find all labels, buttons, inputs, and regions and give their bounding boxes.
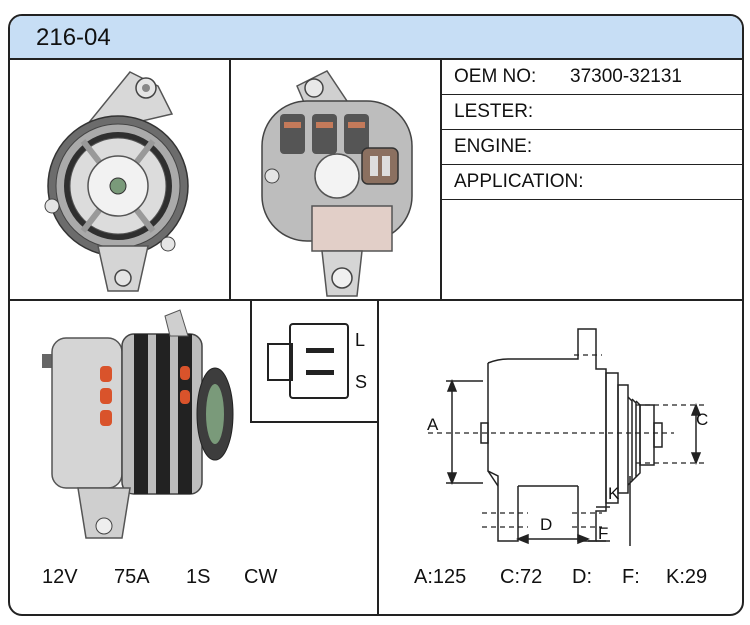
dim-label-a: A bbox=[427, 415, 439, 434]
oem-value: 37300-32131 bbox=[570, 66, 682, 87]
product-spec-card: 216-04 OEM NO: 37300-32131 LESTER: ENGIN… bbox=[8, 14, 744, 616]
voltage-spec: 12V bbox=[42, 566, 78, 588]
dimension-a-value: A:125 bbox=[414, 566, 467, 588]
dimension-d-value: D: bbox=[572, 566, 592, 588]
alternator-rear-view bbox=[261, 70, 413, 297]
connector-diagram bbox=[267, 323, 349, 399]
divider-vertical-top-2 bbox=[440, 60, 442, 300]
divider-horizontal-connector bbox=[250, 421, 378, 423]
oem-label: OEM NO: bbox=[454, 66, 537, 87]
spec-row-oem: OEM NO: 37300-32131 bbox=[442, 60, 742, 95]
dim-label-d: D bbox=[540, 515, 553, 534]
pulley-spec: 1S bbox=[186, 566, 211, 588]
alternator-front-view bbox=[44, 71, 189, 292]
engine-label: ENGINE: bbox=[454, 136, 533, 157]
application-label: APPLICATION: bbox=[454, 171, 584, 192]
dim-label-k: K bbox=[608, 484, 620, 503]
amperage-spec: 75A bbox=[114, 566, 150, 588]
divider-vertical-bottom-1 bbox=[250, 300, 252, 422]
alternator-side-view bbox=[42, 309, 234, 539]
spec-row-lester: LESTER: bbox=[442, 95, 742, 130]
connector-pin-l: L bbox=[355, 330, 366, 350]
connector-pin-s: S bbox=[355, 372, 368, 392]
lester-label: LESTER: bbox=[454, 101, 534, 122]
divider-vertical-top-1 bbox=[229, 60, 231, 300]
dimension-k-value: K:29 bbox=[666, 566, 708, 588]
spec-row-engine: ENGINE: bbox=[442, 130, 742, 165]
dim-label-c: C bbox=[696, 410, 709, 429]
dimension-drawing bbox=[428, 328, 708, 546]
header-bar: 216-04 bbox=[10, 16, 742, 60]
divider-horizontal-middle bbox=[10, 299, 742, 301]
dimension-c-value: C:72 bbox=[500, 566, 543, 588]
rotation-spec: CW bbox=[244, 566, 278, 588]
dimension-f-value: F: bbox=[622, 566, 640, 588]
part-number: 216-04 bbox=[36, 24, 111, 51]
spec-row-application: APPLICATION: bbox=[442, 165, 742, 200]
divider-vertical-bottom-2 bbox=[377, 300, 379, 614]
dim-label-f: F bbox=[598, 524, 609, 543]
